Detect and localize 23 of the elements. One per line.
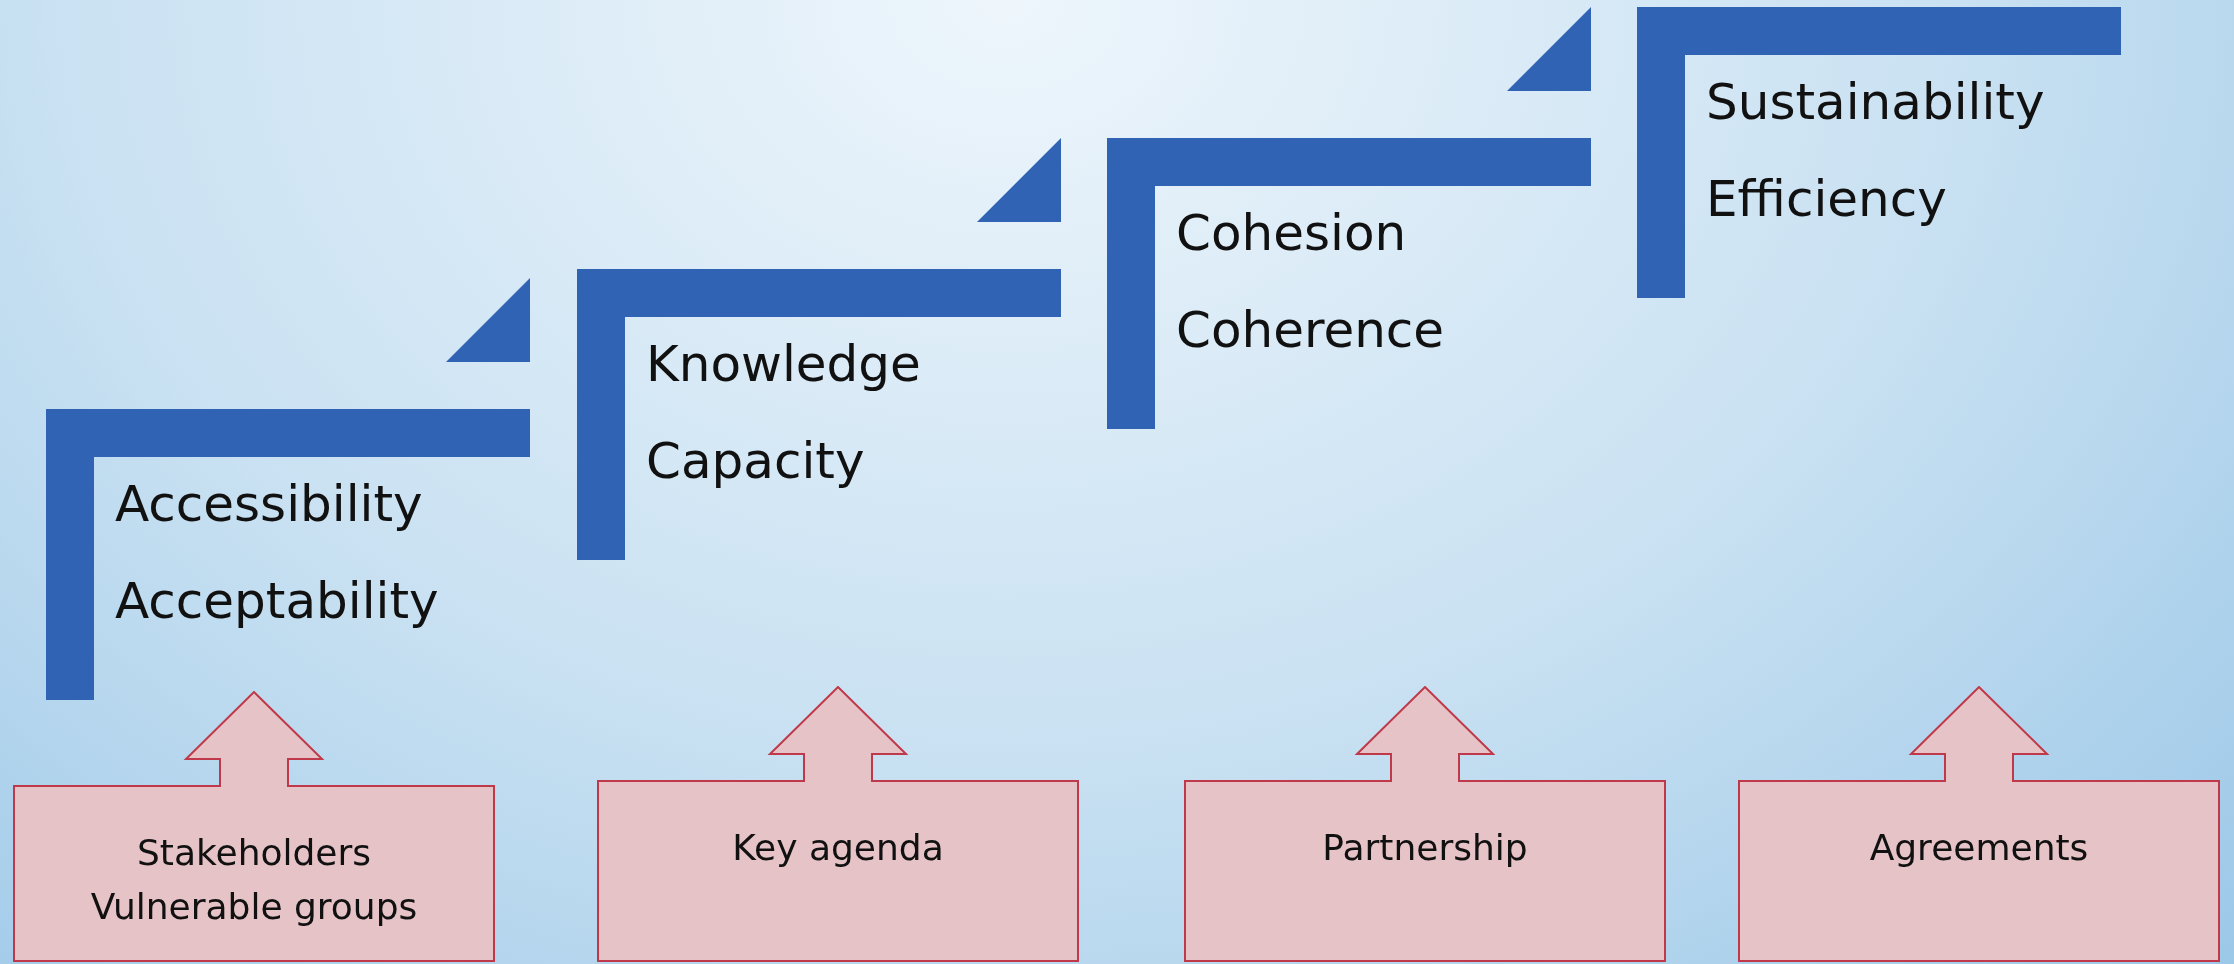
step-label: Efficiency [1706,169,1947,229]
step-bracket [577,269,1061,560]
callout-label: Agreements [1868,826,2090,870]
step-label: Cohesion [1176,203,1407,263]
triangle-marker [446,278,530,362]
step-label: Acceptability [115,571,439,631]
step-bracket [46,409,530,700]
step-bracket [1107,138,1591,429]
arrow-callout-box [1184,686,1666,962]
step-label: Accessibility [115,474,423,534]
triangle-marker [977,138,1061,222]
step-label: Coherence [1176,300,1445,360]
triangle-marker [1507,7,1591,91]
callout-label: Stakeholders Vulnerable groups [89,831,419,929]
callout-label: Key agenda [731,826,945,870]
callout-label: Partnership [1321,826,1529,870]
arrow-callout-box [1738,686,2220,962]
arrow-callout-box [13,691,495,962]
step-bracket [1637,7,2121,298]
step-label: Capacity [646,431,865,491]
step-label: Knowledge [646,334,921,394]
step-label: Sustainability [1706,72,2045,132]
arrow-callout-box [597,686,1079,962]
